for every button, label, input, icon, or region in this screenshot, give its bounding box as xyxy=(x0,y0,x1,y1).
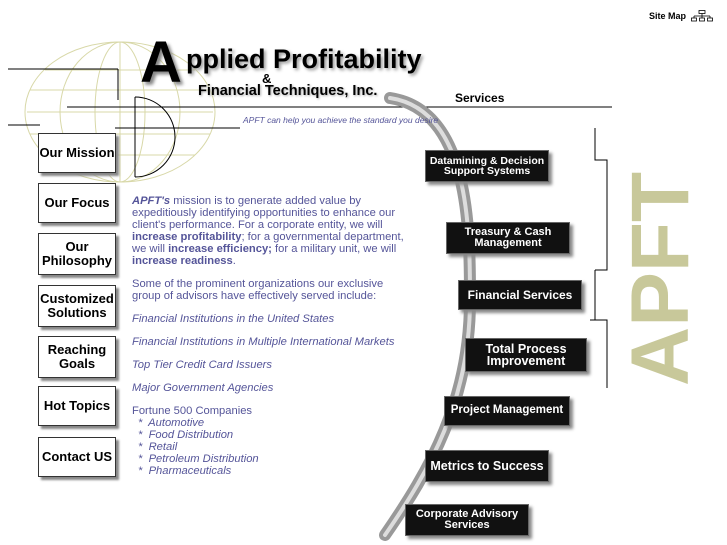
client-item: Financial Institutions in the United Sta… xyxy=(132,313,335,325)
service-metrics-to-success[interactable]: Metrics to Success xyxy=(425,450,549,482)
nav-contact-us[interactable]: Contact US xyxy=(38,437,116,477)
apft-watermark: APFT xyxy=(620,172,700,386)
highlight-readiness: increase readiness xyxy=(132,255,233,267)
mission-text: . xyxy=(232,255,236,267)
mission-text: for a military unit, we will xyxy=(271,243,397,255)
nav-our-mission[interactable]: Our Mission xyxy=(38,133,116,173)
brand-name: APFT's xyxy=(132,195,171,207)
fortune-item: * Food Distribution xyxy=(138,429,234,441)
logo-line2: Financial Techniques, Inc. xyxy=(198,83,378,99)
apft-watermark-text: APFT xyxy=(620,172,700,386)
highlight-profitability: increase profitability xyxy=(132,231,242,243)
fortune-heading: Fortune 500 Companies xyxy=(132,405,253,417)
tagline: APFT can help you achieve the standard y… xyxy=(243,115,439,125)
nav-hot-topics[interactable]: Hot Topics xyxy=(38,386,116,426)
sitemap-label: Site Map xyxy=(648,11,686,21)
logo-ampersand: & xyxy=(262,71,272,86)
mission-text: mission is to generate added value by ex… xyxy=(132,195,396,231)
nav-reaching-goals[interactable]: Reaching Goals xyxy=(38,336,116,378)
service-datamining[interactable]: Datamining & Decision Support Systems xyxy=(425,150,549,182)
service-total-process-improvement[interactable]: Total Process Improvement xyxy=(465,338,587,372)
service-corporate-advisory[interactable]: Corporate Advisory Services xyxy=(405,504,529,536)
logo-line1: pplied Profitability xyxy=(186,44,422,74)
logo-letter: A xyxy=(140,30,182,95)
service-project-management[interactable]: Project Management xyxy=(444,396,570,426)
sitemap-link[interactable]: Site Map xyxy=(649,10,713,22)
globe-graphic xyxy=(24,41,216,183)
nav-our-focus[interactable]: Our Focus xyxy=(38,183,116,223)
mission-text: ; for a governmental department, we will xyxy=(132,231,404,255)
fortune-list: * Automotive * Food Distribution * Retai… xyxy=(132,417,412,477)
service-treasury[interactable]: Treasury & Cash Management xyxy=(446,222,570,254)
mission-paragraph: APFT's mission is to generate added valu… xyxy=(132,195,412,267)
service-financial-services[interactable]: Financial Services xyxy=(458,280,582,310)
fortune-item: * Automotive xyxy=(138,417,205,429)
clients-intro: Some of the prominent organizations our … xyxy=(132,278,384,302)
fortune-item: * Petroleum Distribution xyxy=(138,453,259,465)
fortune-item: * Pharmaceuticals xyxy=(138,465,232,477)
nav-our-philosophy[interactable]: Our Philosophy xyxy=(38,233,116,275)
fortune-item: * Retail xyxy=(138,441,178,453)
highlight-efficiency: increase efficiency; xyxy=(168,243,272,255)
mission-content: APFT's mission is to generate added valu… xyxy=(132,195,412,477)
sitemap-icon xyxy=(691,10,713,22)
services-heading: Services xyxy=(455,91,505,105)
client-item: Financial Institutions in Multiple Inter… xyxy=(132,336,395,348)
client-item: Top Tier Credit Card Issuers xyxy=(132,359,273,371)
client-item: Major Government Agencies xyxy=(132,382,274,394)
nav-customized-solutions[interactable]: Customized Solutions xyxy=(38,285,116,327)
